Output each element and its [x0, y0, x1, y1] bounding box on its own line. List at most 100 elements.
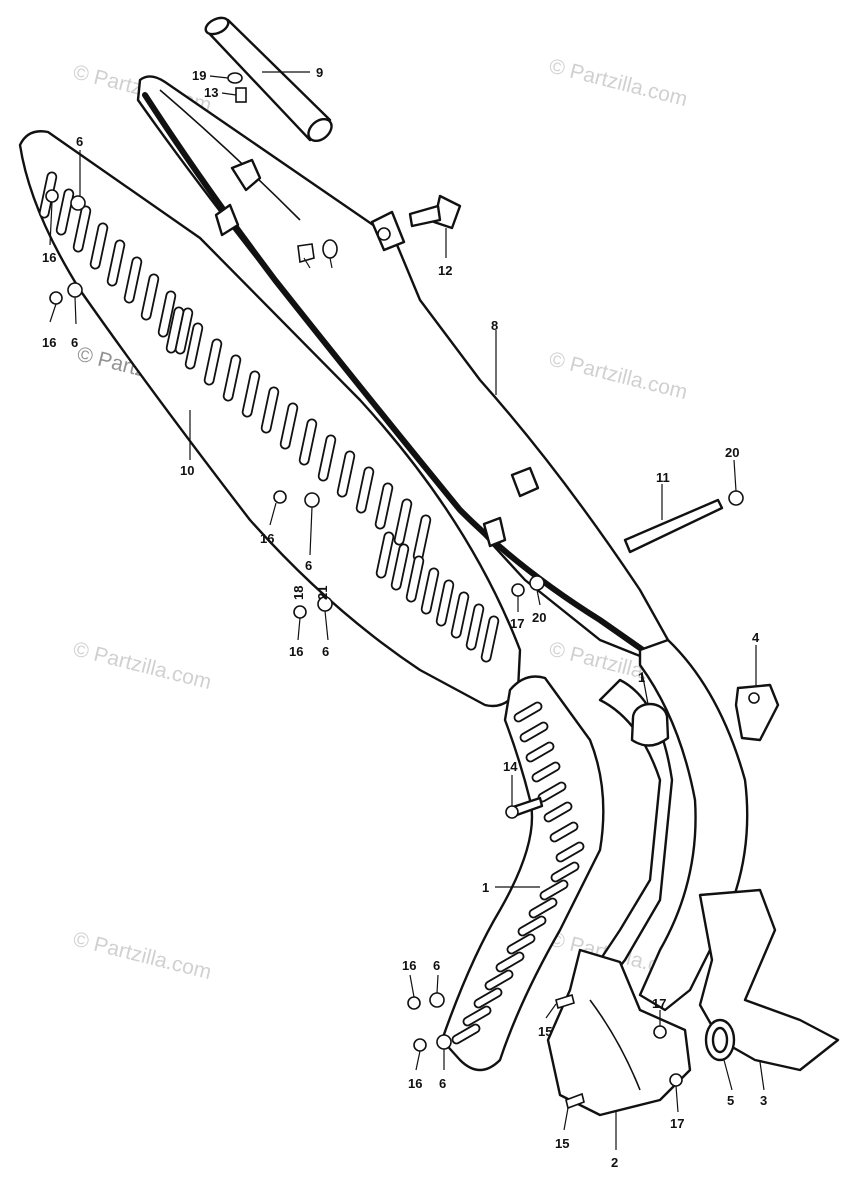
callout-6-c[interactable]: 6	[305, 558, 312, 573]
callout-21[interactable]: 21	[315, 586, 330, 600]
heat-shield-slots	[38, 171, 500, 663]
callout-15-a[interactable]: 15	[538, 1024, 552, 1039]
shield-slot	[519, 721, 549, 743]
shield-slot	[375, 531, 395, 579]
callout-3[interactable]: 3	[760, 1093, 767, 1108]
shield-slot	[473, 987, 503, 1009]
shield-slot	[462, 1005, 492, 1027]
shield-slot	[106, 239, 126, 287]
exhaust-collar[interactable]	[630, 702, 670, 747]
shield-slot	[374, 482, 394, 530]
exhaust-clamp[interactable]	[734, 683, 780, 742]
shield-slot	[336, 450, 356, 498]
callout-8[interactable]: 8	[491, 318, 498, 333]
callout-13[interactable]: 13	[204, 85, 218, 100]
callout-labels: 9 19 13 6 16 16 6 18 21 12 8 10 16 6 16 …	[42, 65, 767, 1170]
shield-slot	[393, 498, 413, 546]
callout-6-d[interactable]: 6	[322, 644, 329, 659]
callout-10[interactable]: 10	[180, 463, 194, 478]
watermark-4: © Partzilla.com	[547, 348, 690, 405]
shield-slot	[298, 418, 318, 466]
callout-14[interactable]: 14	[503, 759, 518, 774]
shield-slot	[513, 701, 543, 723]
exhaust-flange[interactable]	[704, 1018, 736, 1062]
shield-slot	[451, 1023, 481, 1045]
callout-16-c[interactable]: 16	[260, 531, 274, 546]
heat-shield-muffler[interactable]	[18, 130, 522, 708]
callout-1-b[interactable]: 1	[482, 880, 489, 895]
callout-16-e[interactable]: 16	[402, 958, 416, 973]
shield-slot	[222, 354, 242, 402]
stud-bolt[interactable]	[623, 498, 724, 554]
shield-slot	[241, 370, 261, 418]
exhaust-manifold[interactable]	[546, 948, 692, 1117]
callout-6-a[interactable]: 6	[76, 134, 83, 149]
shield-slot	[531, 761, 561, 783]
shield-slot	[89, 222, 109, 270]
shield-slot	[465, 603, 485, 651]
shield-slot	[123, 256, 143, 304]
shield-slot	[484, 969, 514, 991]
callout-16-f[interactable]: 16	[408, 1076, 422, 1091]
shield-slot	[435, 579, 455, 627]
callout-16-b[interactable]: 16	[42, 335, 56, 350]
shield-slot	[450, 591, 470, 639]
shield-slot	[390, 543, 410, 591]
callout-20-a[interactable]: 20	[725, 445, 739, 460]
shield-slot	[517, 915, 547, 937]
shield-slot	[55, 188, 75, 236]
exhaust-pipe-cover[interactable]	[698, 888, 840, 1072]
callout-1-a[interactable]: 1	[638, 670, 645, 685]
callout-6-b[interactable]: 6	[71, 335, 78, 350]
watermark-7: © Partzilla.com	[71, 928, 214, 985]
callout-6-f[interactable]: 6	[439, 1076, 446, 1091]
shield-slot	[506, 933, 536, 955]
heat-shield-lower-slots	[451, 701, 585, 1045]
shield-slot	[203, 338, 223, 386]
callout-20-b[interactable]: 20	[532, 610, 546, 625]
shield-slot	[355, 466, 375, 514]
callout-4[interactable]: 4	[752, 630, 760, 645]
shield-slot	[550, 861, 580, 883]
shield-slot	[555, 841, 585, 863]
shield-slot	[549, 821, 579, 843]
callout-18[interactable]: 18	[291, 586, 306, 600]
watermark-2: © Partzilla.com	[547, 55, 690, 112]
callout-6-e[interactable]: 6	[433, 958, 440, 973]
shield-slot	[480, 615, 500, 663]
shield-slot	[525, 741, 555, 763]
callout-15-b[interactable]: 15	[555, 1136, 569, 1151]
shield-slot	[260, 386, 280, 434]
callout-2[interactable]: 2	[611, 1155, 618, 1170]
shield-slot	[539, 879, 569, 901]
callout-17-b[interactable]: 17	[652, 996, 666, 1011]
shield-slot	[528, 897, 558, 919]
muffler-body[interactable]	[136, 75, 670, 662]
shield-slot	[420, 567, 440, 615]
callout-12[interactable]: 12	[438, 263, 452, 278]
leader-lines	[49, 71, 765, 1150]
callout-5[interactable]: 5	[727, 1093, 734, 1108]
callout-19[interactable]: 19	[192, 68, 206, 83]
heat-shield-lower[interactable]	[440, 675, 605, 1072]
callout-9[interactable]: 9	[316, 65, 323, 80]
bolt-12[interactable]	[408, 194, 462, 230]
shield-slot	[165, 306, 185, 354]
callout-16-d[interactable]: 16	[289, 644, 303, 659]
shield-slot	[405, 555, 425, 603]
shield-slot	[157, 290, 177, 338]
shield-slot	[184, 322, 204, 370]
watermark-5: © Partzilla.com	[71, 638, 214, 695]
shield-slot	[317, 434, 337, 482]
callout-11[interactable]: 11	[656, 470, 670, 485]
shield-slot	[72, 205, 92, 253]
callout-16-a[interactable]: 16	[42, 250, 56, 265]
shield-slot	[543, 801, 573, 823]
callout-17-a[interactable]: 17	[510, 616, 524, 631]
shield-slot	[495, 951, 525, 973]
bolt-14[interactable]	[505, 796, 544, 819]
tail-pipe[interactable]	[203, 15, 336, 146]
callout-17-c[interactable]: 17	[670, 1116, 684, 1131]
